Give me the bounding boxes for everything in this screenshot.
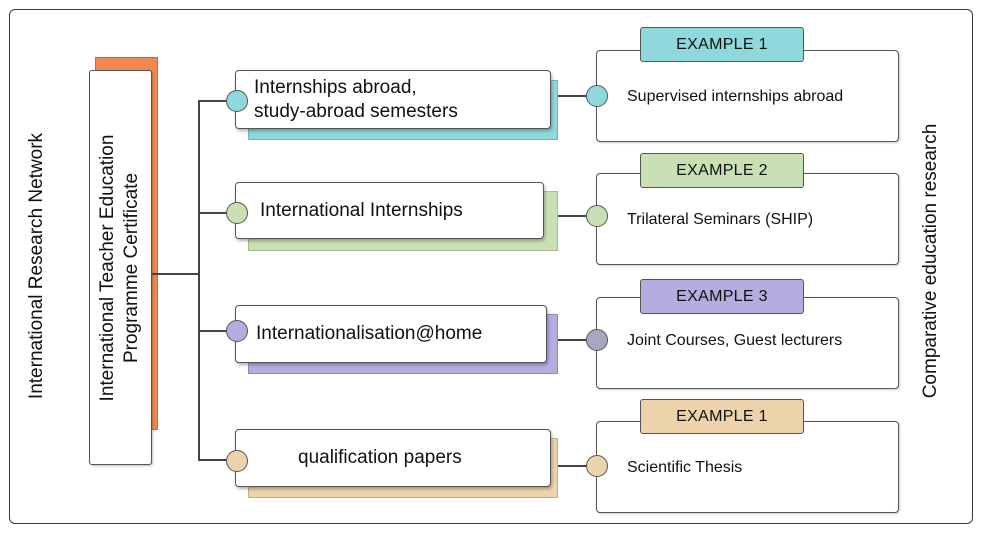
example-2-connector-dot [586,205,608,227]
example-4-tag: EXAMPLE 1 [640,399,804,434]
item-1-label: Internships abroad, study-abroad semeste… [254,76,458,122]
item-2-box: International Internships [235,182,544,239]
example-1-text: Supervised internships abroad [627,88,844,105]
certificate-box [89,70,152,465]
example-2-box: Trilateral Seminars (SHIP) [596,173,899,265]
certificate-title-line-1: International Teacher Education [97,134,118,402]
example-1-tag-label: EXAMPLE 1 [676,35,768,53]
example-1-tag: EXAMPLE 1 [640,27,804,62]
example-2-tag: EXAMPLE 2 [640,153,804,188]
item-3-connector-dot [226,320,248,342]
left-side-label: International Research Network [26,132,47,400]
item-2-connector-dot [226,202,248,224]
cert-connector-line [152,273,199,275]
item-3-box: Internationalisation@home [235,305,547,363]
branch-line-4 [198,459,228,461]
branch-line-1 [198,100,228,102]
item-4-box: qualification papers [235,429,551,487]
certificate-title-line-2: Programme Certificate [121,172,142,364]
example-3-tag-label: EXAMPLE 3 [676,287,768,305]
example-1-connector-dot [586,85,608,107]
item-3-label: Internationalisation@home [256,323,483,344]
item-4-connector-dot [226,450,248,472]
example-1-box: Supervised internships abroad [596,50,899,142]
example-3-text: Joint Courses, Guest lecturers [627,332,843,349]
diagram-frame [9,9,973,524]
example-4-box: Scientific Thesis [596,421,899,513]
link-line-2 [557,215,597,217]
example-3-connector-dot [586,329,608,351]
branch-line-2 [198,212,228,214]
right-side-label: Comparative education research [920,123,941,399]
example-4-tag-label: EXAMPLE 1 [676,407,768,425]
link-line-1 [557,95,597,97]
link-line-3 [557,339,597,341]
certificate-title: International Teacher Education Programm… [96,73,144,463]
item-1-connector-dot [226,90,248,112]
example-3-tag: EXAMPLE 3 [640,279,804,314]
trunk-vertical-line [198,100,200,460]
link-line-4 [557,465,597,467]
example-2-text: Trilateral Seminars (SHIP) [627,211,814,228]
item-2-label: International Internships [260,199,463,221]
example-4-connector-dot [586,455,608,477]
example-4-text: Scientific Thesis [627,459,743,476]
item-1-box: Internships abroad, study-abroad semeste… [235,70,551,129]
item-4-label: qualification papers [298,447,462,468]
branch-line-3 [198,330,228,332]
example-2-tag-label: EXAMPLE 2 [676,161,768,179]
